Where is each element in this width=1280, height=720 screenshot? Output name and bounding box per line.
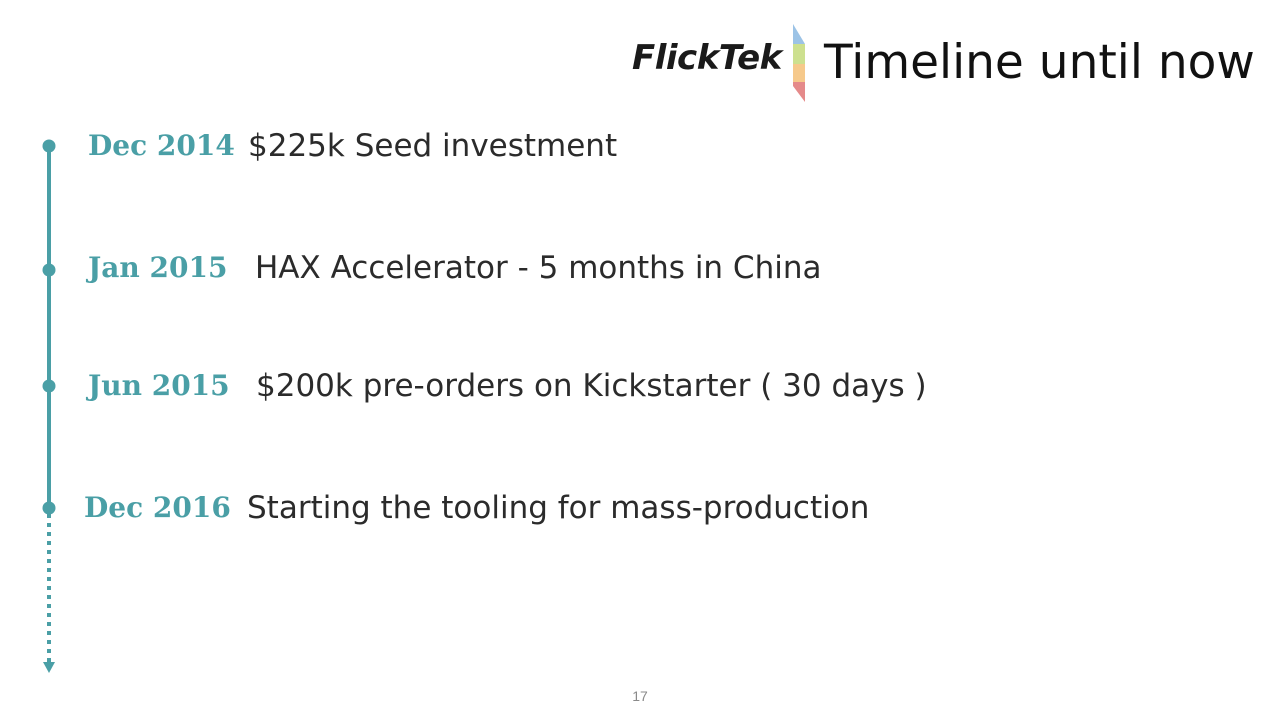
timeline-event: Jun 2015 $200k pre-orders on Kickstarter… bbox=[0, 366, 1200, 406]
logo-color-mark-icon bbox=[793, 24, 805, 102]
timeline-event: Dec 2016 Starting the tooling for mass-p… bbox=[0, 488, 1200, 528]
timeline-dot bbox=[42, 263, 56, 277]
page-number: 17 bbox=[632, 688, 648, 704]
logo-wordmark: FlickTek bbox=[632, 38, 782, 78]
flicktek-logo: FlickTek bbox=[630, 24, 810, 104]
timeline-dot bbox=[42, 379, 56, 393]
event-description: HAX Accelerator - 5 months in China bbox=[255, 250, 822, 286]
event-date: Jun 2015 bbox=[88, 369, 230, 402]
timeline-event: Dec 2014 $225k Seed investment bbox=[0, 126, 1200, 166]
event-date: Dec 2016 bbox=[84, 491, 231, 524]
timeline-line bbox=[42, 139, 56, 673]
event-date: Dec 2014 bbox=[88, 129, 235, 162]
timeline-dot bbox=[42, 139, 56, 153]
event-description: $200k pre-orders on Kickstarter ( 30 day… bbox=[256, 368, 927, 404]
timeline-event: Jan 2015 HAX Accelerator - 5 months in C… bbox=[0, 248, 1200, 288]
page-title: Timeline until now bbox=[824, 35, 1255, 90]
timeline-dot bbox=[42, 501, 56, 515]
event-description: $225k Seed investment bbox=[248, 128, 618, 164]
event-date: Jan 2015 bbox=[88, 251, 228, 284]
event-description: Starting the tooling for mass-production bbox=[247, 490, 870, 526]
